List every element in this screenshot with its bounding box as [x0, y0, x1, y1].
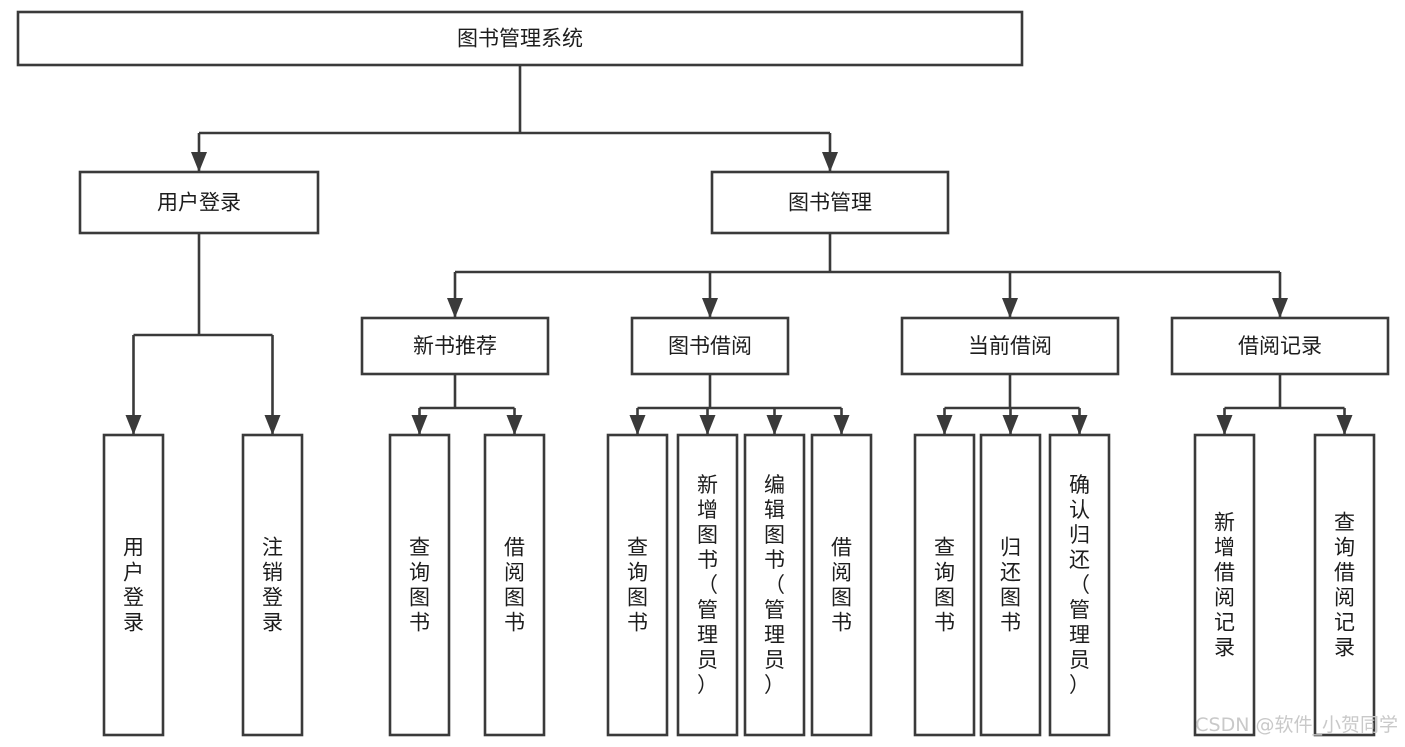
leaf-node-2-label: 查询图书	[409, 536, 430, 635]
arrow-head-l3-2-2	[1071, 415, 1088, 435]
level3-node-0-box[interactable]	[360, 316, 550, 376]
arrow-head-root-1	[822, 152, 838, 172]
arrow-head-l3-0-1	[506, 415, 523, 435]
level2-node-0-label: 用户登录	[157, 191, 241, 215]
arrow-head-l3-1-1	[699, 415, 716, 435]
leaf-node-6[interactable]: 编辑图书（管理员）	[743, 433, 806, 737]
leaf-node-1-label: 注销登录	[262, 536, 283, 635]
leaf-node-9-box[interactable]	[979, 433, 1042, 737]
leaf-node-1-box[interactable]	[241, 433, 304, 737]
level3-node-2[interactable]: 当前借阅	[900, 316, 1120, 376]
leaf-node-12-label: 查询借阅记录	[1334, 511, 1355, 660]
level3-node-3-label: 借阅记录	[1238, 334, 1322, 358]
arrow-head-l3-1-2	[766, 415, 783, 435]
leaf-node-5-label: 新增图书（管理员）	[697, 473, 718, 697]
level3-node-2-label: 当前借阅	[968, 334, 1052, 358]
level2-node-1-label: 图书管理	[788, 191, 872, 215]
root-node[interactable]: 图书管理系统	[16, 10, 1024, 67]
leaf-node-6-box[interactable]	[743, 433, 806, 737]
arrow-head-l3-1-3	[833, 415, 850, 435]
nodes-layer: 图书管理系统用户登录图书管理新书推荐图书借阅当前借阅借阅记录用户登录注销登录查询…	[16, 10, 1390, 737]
leaf-node-7-box[interactable]	[810, 433, 873, 737]
leaf-node-5[interactable]: 新增图书（管理员）	[676, 433, 739, 737]
leaf-node-9-label: 归还图书	[1000, 536, 1021, 635]
leaf-node-11-box[interactable]	[1193, 433, 1256, 737]
arrow-head-l3-0-0	[411, 415, 428, 435]
leaf-node-8-label: 查询图书	[934, 536, 955, 635]
level3-node-1-box[interactable]	[630, 316, 790, 376]
leaf-node-10-box[interactable]	[1048, 433, 1111, 737]
leaf-node-9[interactable]: 归还图书	[979, 433, 1042, 737]
level3-node-0[interactable]: 新书推荐	[360, 316, 550, 376]
leaf-node-7-label: 借阅图书	[831, 536, 852, 635]
leaf-node-2[interactable]: 查询图书	[388, 433, 451, 737]
leaf-node-8[interactable]: 查询图书	[913, 433, 976, 737]
leaf-node-4-box[interactable]	[606, 433, 669, 737]
arrow-head-bookmgmt-2	[1002, 298, 1018, 318]
level2-node-0-box[interactable]	[78, 170, 320, 235]
arrow-head-l3-3-0	[1216, 415, 1233, 435]
leaf-node-4[interactable]: 查询图书	[606, 433, 669, 737]
arrow-head-l3-2-0	[936, 415, 953, 435]
leaf-node-4-label: 查询图书	[627, 536, 648, 635]
root-node-label: 图书管理系统	[457, 27, 583, 51]
arrow-head-l3-2-1	[1002, 415, 1019, 435]
arrow-head-bookmgmt-3	[1272, 298, 1288, 318]
arrow-head-userlogin-0	[125, 415, 142, 435]
leaf-node-10-label: 确认归还（管理员）	[1069, 473, 1090, 697]
leaf-node-2-box[interactable]	[388, 433, 451, 737]
leaf-node-0-label: 用户登录	[123, 536, 144, 635]
level3-node-3[interactable]: 借阅记录	[1170, 316, 1390, 376]
arrow-head-bookmgmt-0	[447, 298, 463, 318]
leaf-node-12[interactable]: 查询借阅记录	[1313, 433, 1376, 737]
leaf-node-1[interactable]: 注销登录	[241, 433, 304, 737]
arrow-head-l3-3-1	[1336, 415, 1353, 435]
connectors-layer	[125, 65, 1353, 435]
leaf-node-0-box[interactable]	[102, 433, 165, 737]
leaf-node-6-label: 编辑图书（管理员）	[764, 473, 785, 697]
root-node-box[interactable]	[16, 10, 1024, 67]
arrow-head-bookmgmt-1	[702, 298, 718, 318]
leaf-node-3-label: 借阅图书	[504, 536, 525, 635]
csdn-watermark: CSDN @软件_小贺同学	[1195, 714, 1398, 736]
leaf-node-7[interactable]: 借阅图书	[810, 433, 873, 737]
level3-node-0-label: 新书推荐	[413, 334, 497, 358]
leaf-node-11[interactable]: 新增借阅记录	[1193, 433, 1256, 737]
leaf-node-12-box[interactable]	[1313, 433, 1376, 737]
arrow-head-root-0	[191, 152, 207, 172]
level3-node-1[interactable]: 图书借阅	[630, 316, 790, 376]
level3-node-3-box[interactable]	[1170, 316, 1390, 376]
arrow-head-l3-1-0	[629, 415, 646, 435]
arrow-head-userlogin-1	[264, 415, 281, 435]
leaf-node-8-box[interactable]	[913, 433, 976, 737]
level2-node-1[interactable]: 图书管理	[710, 170, 950, 235]
leaf-node-10[interactable]: 确认归还（管理员）	[1048, 433, 1111, 737]
level2-node-0[interactable]: 用户登录	[78, 170, 320, 235]
level3-node-1-label: 图书借阅	[668, 334, 752, 358]
leaf-node-3[interactable]: 借阅图书	[483, 433, 546, 737]
level2-node-1-box[interactable]	[710, 170, 950, 235]
leaf-node-5-box[interactable]	[676, 433, 739, 737]
leaf-node-11-label: 新增借阅记录	[1214, 511, 1235, 660]
level3-node-2-box[interactable]	[900, 316, 1120, 376]
leaf-node-0[interactable]: 用户登录	[102, 433, 165, 737]
leaf-node-3-box[interactable]	[483, 433, 546, 737]
